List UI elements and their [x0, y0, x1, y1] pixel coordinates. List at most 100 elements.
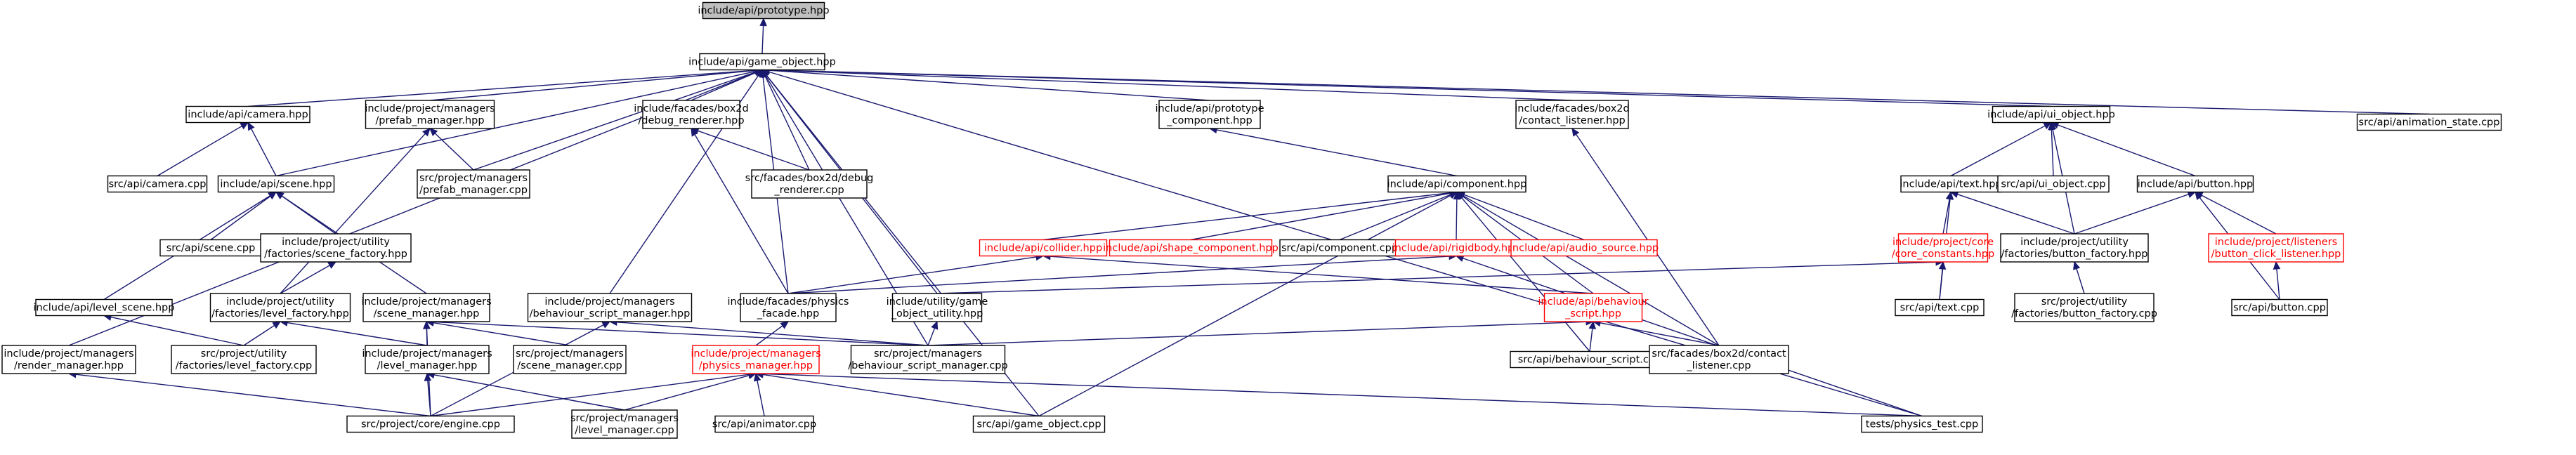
file-node[interactable]: include/utility/game_object_utility.hpp — [887, 293, 988, 322]
arrowhead-icon — [759, 18, 767, 27]
file-node[interactable]: include/project/utility/factories/level_… — [209, 293, 351, 322]
file-node[interactable]: include/project/managers/physics_manager… — [691, 345, 821, 374]
arrowhead-icon — [2073, 261, 2081, 270]
file-node[interactable]: src/project/managers/scene_manager.cpp — [513, 345, 627, 374]
file-node[interactable]: include/project/managers/prefab_manager.… — [365, 100, 495, 129]
file-node[interactable]: src/api/text.cpp — [1895, 298, 1985, 317]
file-node[interactable]: include/project/utility/factories/scene_… — [260, 233, 412, 263]
node-box — [979, 239, 1108, 257]
node-label: src/api/behaviour_script.cpp — [1518, 355, 1662, 366]
file-node[interactable]: include/project/utility/factories/button… — [2000, 233, 2149, 263]
file-node[interactable]: src/api/button.cpp — [2231, 298, 2328, 317]
file-node[interactable]: include/api/component.hpp — [1387, 175, 1527, 193]
dependency-edge — [426, 371, 625, 411]
file-node[interactable]: src/project/utility/factories/button_fac… — [2011, 293, 2157, 322]
node-label: include/api/component.hpp — [1387, 179, 1527, 190]
dependency-edge-line — [757, 380, 765, 416]
file-node[interactable]: include/api/ui_object.hpp — [1987, 105, 2115, 124]
file-node[interactable]: src/project/managers/prefab_manager.cpp — [417, 169, 530, 199]
file-node[interactable]: include/api/text.hpp — [1900, 175, 2002, 193]
file-node[interactable]: include/api/button.hpp — [2136, 175, 2254, 193]
file-node[interactable]: include/project/managers/render_manager.… — [1, 345, 136, 374]
arrowhead-icon — [422, 128, 431, 137]
file-node[interactable]: include/facades/box2d/debug_renderer.hpp — [634, 100, 749, 129]
file-node[interactable]: src/api/ui_object.cpp — [1997, 175, 2110, 193]
file-node[interactable]: src/api/animation_state.cpp — [2356, 113, 2502, 131]
dependency-edge-line — [433, 322, 570, 346]
file-node[interactable]: src/project/core/engine.cpp — [346, 415, 515, 433]
node-box — [171, 345, 317, 374]
node-label: include/api/game_object.hpp — [688, 57, 836, 68]
file-node[interactable]: src/project/utility/factories/level_fact… — [171, 345, 317, 374]
file-node[interactable]: include/facades/physics_facade.hpp — [728, 293, 849, 322]
file-node[interactable]: include/project/listeners/button_click_l… — [2208, 233, 2344, 263]
dependency-edge-line — [1042, 192, 1451, 241]
edge-layer — [67, 18, 2430, 417]
dependency-edge-line — [1463, 194, 1585, 241]
node-box — [365, 345, 490, 374]
file-node[interactable]: include/api/prototype_component.hpp — [1155, 100, 1264, 129]
dependency-edge — [1038, 191, 1458, 417]
file-node[interactable]: src/api/scene.cpp — [159, 239, 262, 257]
file-node[interactable]: src/facades/box2d/contact_listener.cpp — [1649, 345, 1789, 374]
node-box — [642, 100, 740, 129]
dependency-edge-line — [1038, 194, 1451, 417]
node-box — [362, 293, 490, 322]
dependency-edge-line — [157, 125, 242, 177]
file-node[interactable]: src/facades/box2d/debug_renderer.cpp — [745, 169, 874, 199]
file-node[interactable]: include/api/game_object.hpp — [688, 53, 836, 71]
file-node[interactable]: include/facades/box2d/contact_listener.h… — [1515, 100, 1630, 129]
dependency-edge — [753, 372, 765, 416]
arrowhead-icon — [1938, 261, 1947, 270]
arrowhead-icon — [268, 191, 277, 199]
node-box — [1510, 239, 1658, 257]
dependency-edge — [755, 321, 789, 346]
node-label: include/project/utility — [226, 296, 334, 308]
file-node[interactable]: include/project/managers/scene_manager.h… — [361, 293, 492, 322]
arrowhead-icon — [2273, 261, 2281, 270]
file-node[interactable]: tests/physics_test.cpp — [1861, 415, 1983, 433]
file-node[interactable]: src/api/game_object.cpp — [972, 415, 1106, 433]
file-node[interactable]: src/api/animator.cpp — [712, 415, 816, 433]
dependency-edge-line — [2076, 268, 2085, 294]
node-label: src/project/managers — [516, 348, 624, 360]
file-node[interactable]: include/api/scene.hpp — [217, 175, 335, 193]
node-label: _script.hpp — [1564, 308, 1621, 319]
dependency-edge — [2073, 261, 2085, 294]
node-box — [891, 293, 983, 322]
node-box — [346, 415, 515, 433]
dependency-edge — [280, 261, 337, 294]
dependency-edge — [279, 319, 428, 346]
file-node[interactable]: src/api/component.cpp — [1279, 239, 1400, 257]
file-node[interactable]: include/project/managers/behaviour_scrip… — [527, 293, 693, 322]
node-label: include/api/collider.hpp — [984, 243, 1102, 254]
node-label: include/project/core — [1892, 237, 1994, 248]
file-node[interactable]: src/api/camera.cpp — [107, 175, 208, 193]
node-label: src/api/ui_object.cpp — [2001, 179, 2105, 190]
node-box — [365, 100, 495, 129]
file-node[interactable]: src/api/behaviour_script.cpp — [1510, 350, 1670, 369]
dependency-edge-line — [2074, 194, 2189, 235]
file-node[interactable]: src/project/managers/behaviour_script_ma… — [848, 345, 1008, 374]
node-label: src/facades/box2d/debug — [745, 173, 874, 184]
node-box — [35, 298, 173, 317]
dependency-edge — [2273, 261, 2281, 300]
file-node[interactable]: include/api/audio_source.hpp — [1510, 239, 1659, 257]
file-node[interactable]: include/api/camera.hpp — [185, 105, 310, 124]
file-node[interactable]: include/api/rigidbody.hpp — [1392, 239, 1521, 257]
node-label: include/api/ui_object.hpp — [1987, 110, 2115, 121]
file-node[interactable]: src/project/managers/level_manager.cpp — [570, 409, 679, 439]
dependency-edge — [2074, 190, 2197, 235]
file-node[interactable]: include/api/behaviour_script.hpp — [1538, 293, 1649, 322]
file-node[interactable]: include/api/level_scene.hpp — [34, 298, 175, 317]
dependency-edge — [1208, 126, 1458, 177]
file-node[interactable]: include/project/core/core_constants.hpp — [1892, 233, 1994, 263]
node-label: src/api/game_object.cpp — [976, 419, 1101, 430]
dependency-edge — [754, 370, 1923, 417]
dependency-edge-line — [691, 72, 757, 101]
node-box — [972, 415, 1106, 433]
file-node[interactable]: include/project/managers/level_manager.h… — [362, 345, 492, 374]
file-node[interactable]: include/api/shape_component.hpp — [1103, 239, 1279, 257]
file-node[interactable]: include/api/collider.hpp — [979, 239, 1108, 257]
node-label: /core_constants.hpp — [1892, 249, 1994, 260]
